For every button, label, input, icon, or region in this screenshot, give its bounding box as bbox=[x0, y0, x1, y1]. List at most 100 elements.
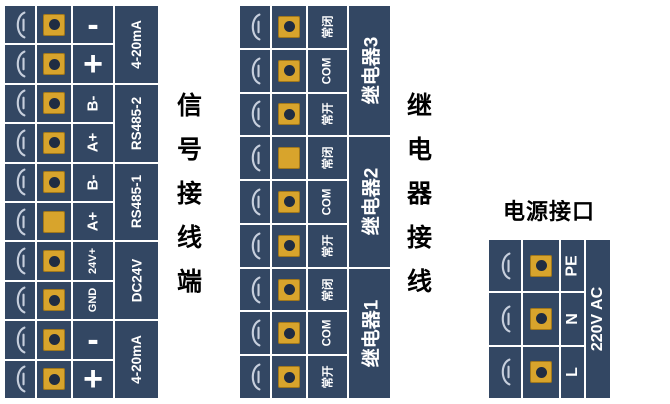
terminal-label: 常闭 bbox=[322, 15, 335, 39]
wire-clamp-icon bbox=[16, 168, 26, 196]
terminal-label-cell: 常开 bbox=[308, 356, 347, 398]
screw-terminal-icon bbox=[530, 254, 552, 277]
screw-terminal-icon bbox=[278, 103, 300, 126]
clamp-cell bbox=[240, 224, 270, 267]
relay-section-title: 继电器接线 bbox=[406, 92, 432, 296]
wire-clamp-icon bbox=[251, 101, 261, 128]
terminal-label-cell: 常闭 bbox=[308, 6, 347, 48]
screw-terminal-icon bbox=[530, 307, 552, 330]
screw-terminal-icon bbox=[43, 250, 65, 273]
clamp-cell bbox=[5, 242, 35, 280]
terminal-label-cell: PE bbox=[561, 240, 584, 292]
wire-clamp-icon bbox=[16, 50, 26, 78]
terminal-label-cell: B- bbox=[73, 84, 113, 123]
voltage-label: 220V AC bbox=[589, 286, 607, 352]
wire-clamp-icon bbox=[16, 247, 26, 275]
terminal-label: - bbox=[87, 321, 99, 359]
terminal-label-cell: N bbox=[561, 293, 584, 345]
terminal-label: N bbox=[563, 313, 581, 325]
terminal-cell bbox=[272, 181, 306, 223]
screw-terminal-icon bbox=[278, 278, 300, 301]
wire-clamp-icon bbox=[251, 276, 261, 303]
wire-clamp-icon bbox=[251, 144, 261, 172]
clamp-cell bbox=[240, 49, 270, 92]
terminal-label: + bbox=[83, 45, 103, 83]
wire-clamp-icon bbox=[16, 11, 26, 39]
clamp-cell bbox=[240, 181, 270, 223]
terminal-label-cell: - bbox=[73, 321, 113, 359]
terminal-label-cell: B- bbox=[73, 163, 113, 201]
clamp-cell bbox=[240, 137, 270, 180]
group-label-cell: 4-20mA bbox=[115, 6, 158, 83]
wire-clamp-icon bbox=[501, 358, 511, 386]
wire-clamp-icon bbox=[251, 232, 261, 260]
group-label-cell: DC24V bbox=[115, 242, 158, 320]
signal-section-title: 信号接线端 bbox=[176, 92, 202, 296]
clamp-cell bbox=[5, 203, 35, 241]
terminal-label: COM bbox=[321, 57, 334, 85]
terminal-label-cell: 常闭 bbox=[308, 137, 347, 180]
relay-name-label: 继电器1 bbox=[361, 299, 383, 368]
terminal-label: PE bbox=[563, 254, 581, 277]
group-label: 4-20mA bbox=[129, 335, 144, 384]
terminal-label: B- bbox=[84, 95, 102, 112]
clamp-cell bbox=[489, 346, 521, 398]
clamp-cell bbox=[5, 163, 35, 201]
terminal-label-cell: 常闭 bbox=[308, 268, 347, 311]
terminal-cell bbox=[523, 346, 559, 398]
terminal-label-cell: COM bbox=[308, 49, 347, 92]
terminal-cell bbox=[37, 360, 71, 398]
terminal-cell bbox=[37, 45, 71, 83]
screw-terminal-icon bbox=[278, 190, 300, 213]
screw-terminal-icon bbox=[278, 147, 300, 170]
wire-clamp-icon bbox=[16, 365, 26, 393]
wire-clamp-icon bbox=[16, 90, 26, 117]
terminal-label-cell: COM bbox=[308, 181, 347, 223]
terminal-cell bbox=[523, 240, 559, 292]
terminal-label-cell: A+ bbox=[73, 124, 113, 162]
clamp-cell bbox=[240, 356, 270, 398]
screw-terminal-icon bbox=[43, 171, 65, 194]
wire-clamp-icon bbox=[501, 252, 511, 280]
wire-clamp-icon bbox=[251, 13, 261, 41]
power-terminal-block: PE 220V AC N L bbox=[489, 240, 610, 398]
screw-terminal-icon bbox=[43, 328, 65, 351]
terminal-label: A+ bbox=[84, 133, 102, 153]
terminal-label: GND bbox=[86, 288, 99, 313]
screw-terminal-icon bbox=[43, 92, 65, 115]
screw-terminal-icon bbox=[43, 13, 65, 36]
clamp-cell bbox=[5, 6, 35, 44]
wire-clamp-icon bbox=[16, 287, 26, 314]
terminal-label: 常闭 bbox=[322, 278, 335, 302]
clamp-cell bbox=[240, 93, 270, 136]
terminal-label-cell: 常开 bbox=[308, 224, 347, 267]
terminal-label: COM bbox=[321, 319, 334, 347]
terminal-label-cell: 24V+ bbox=[73, 242, 113, 280]
terminal-cell bbox=[272, 312, 306, 355]
group-label-cell: 220V AC bbox=[586, 240, 610, 398]
terminal-label-cell: - bbox=[73, 6, 113, 44]
terminal-label: B- bbox=[84, 174, 102, 191]
clamp-cell bbox=[240, 268, 270, 311]
group-label-cell: 继电器3 bbox=[349, 6, 390, 136]
terminal-cell bbox=[272, 268, 306, 311]
screw-terminal-icon bbox=[43, 53, 65, 76]
wire-clamp-icon bbox=[16, 129, 26, 157]
group-label-cell: RS485-2 bbox=[115, 84, 158, 162]
screw-terminal-icon bbox=[278, 366, 300, 389]
terminal-label-cell: + bbox=[73, 360, 113, 398]
screw-terminal-icon bbox=[43, 131, 65, 154]
terminal-cell bbox=[37, 163, 71, 201]
power-section-title: 电源接口 bbox=[503, 199, 596, 224]
terminal-label: - bbox=[87, 6, 99, 44]
clamp-cell bbox=[5, 45, 35, 83]
clamp-cell bbox=[240, 6, 270, 48]
clamp-cell bbox=[489, 293, 521, 345]
screw-terminal-icon bbox=[43, 210, 65, 233]
terminal-label-cell: L bbox=[561, 346, 584, 398]
terminal-label-cell: A+ bbox=[73, 203, 113, 241]
wire-clamp-icon bbox=[251, 319, 261, 347]
relay-name-label: 继电器2 bbox=[361, 168, 383, 236]
wire-clamp-icon bbox=[501, 305, 511, 333]
